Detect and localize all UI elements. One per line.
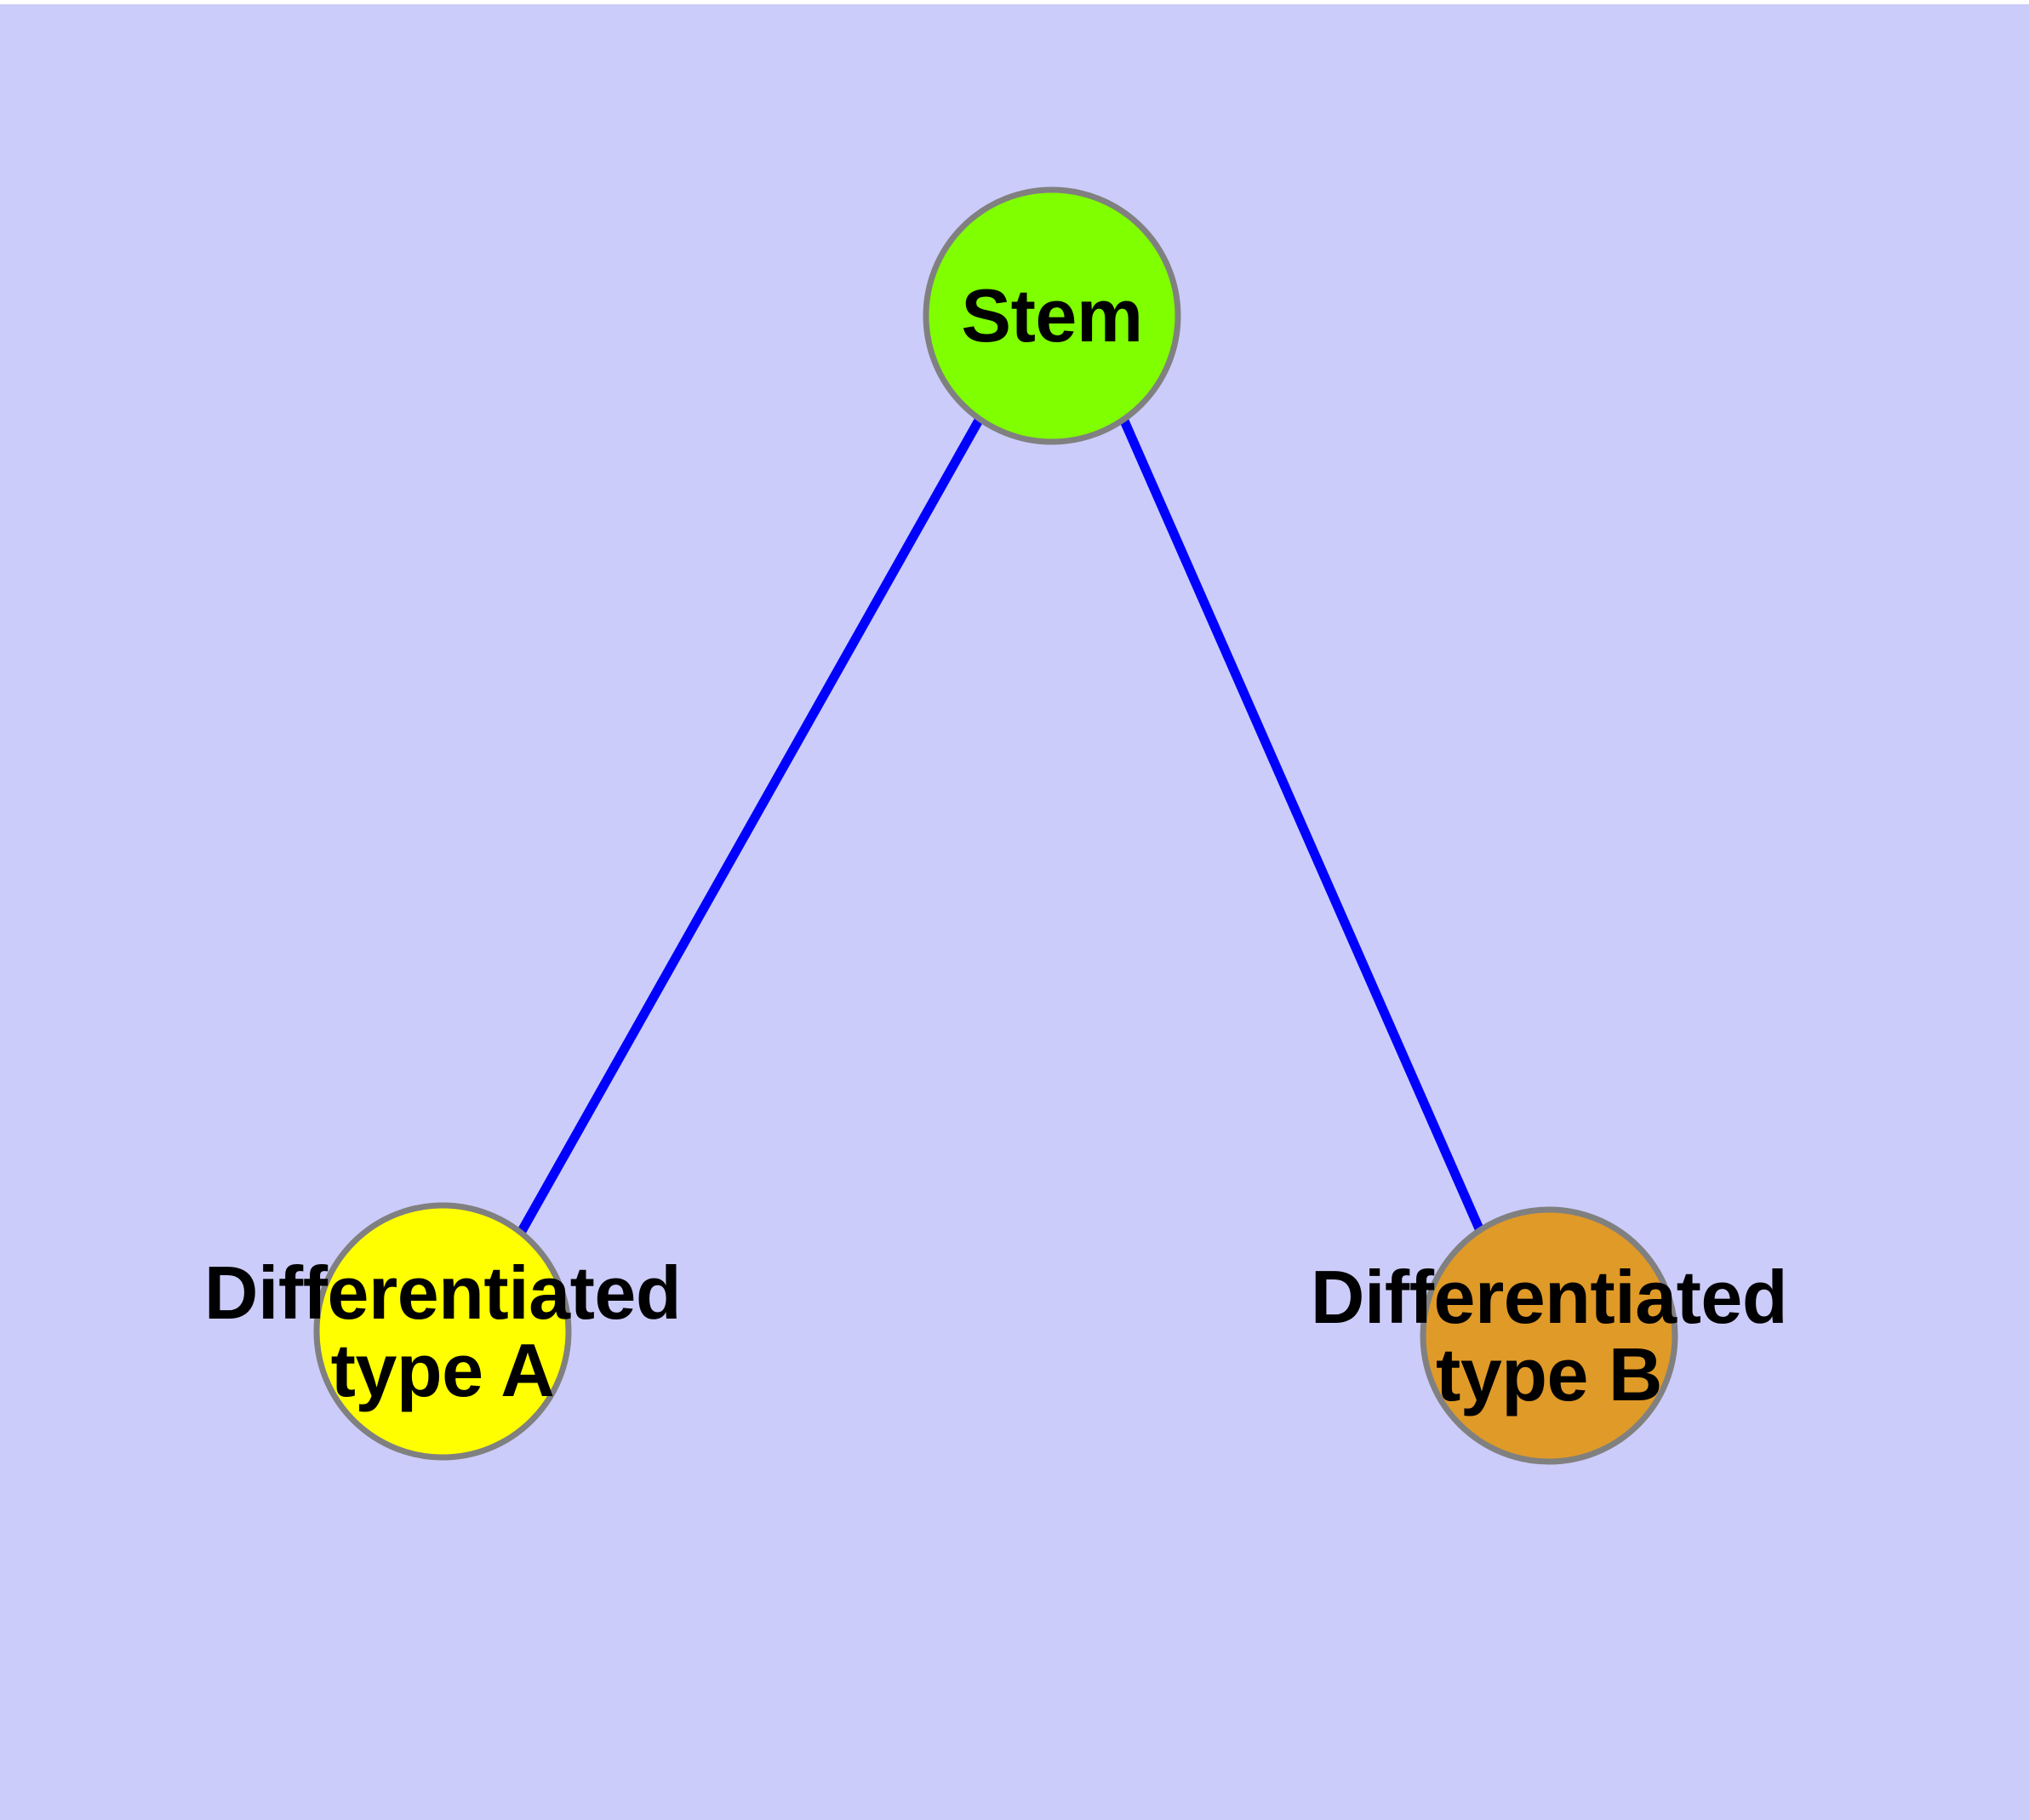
nodes-layer [313,186,1678,1465]
node-diff_b[interactable] [1420,1206,1678,1465]
node-stem[interactable] [923,186,1181,445]
edge-stem-diff-b [1118,416,1486,1235]
edges-layer [517,416,1486,1235]
node-diff_a[interactable] [313,1202,572,1461]
edge-stem-diff-a [517,416,984,1235]
